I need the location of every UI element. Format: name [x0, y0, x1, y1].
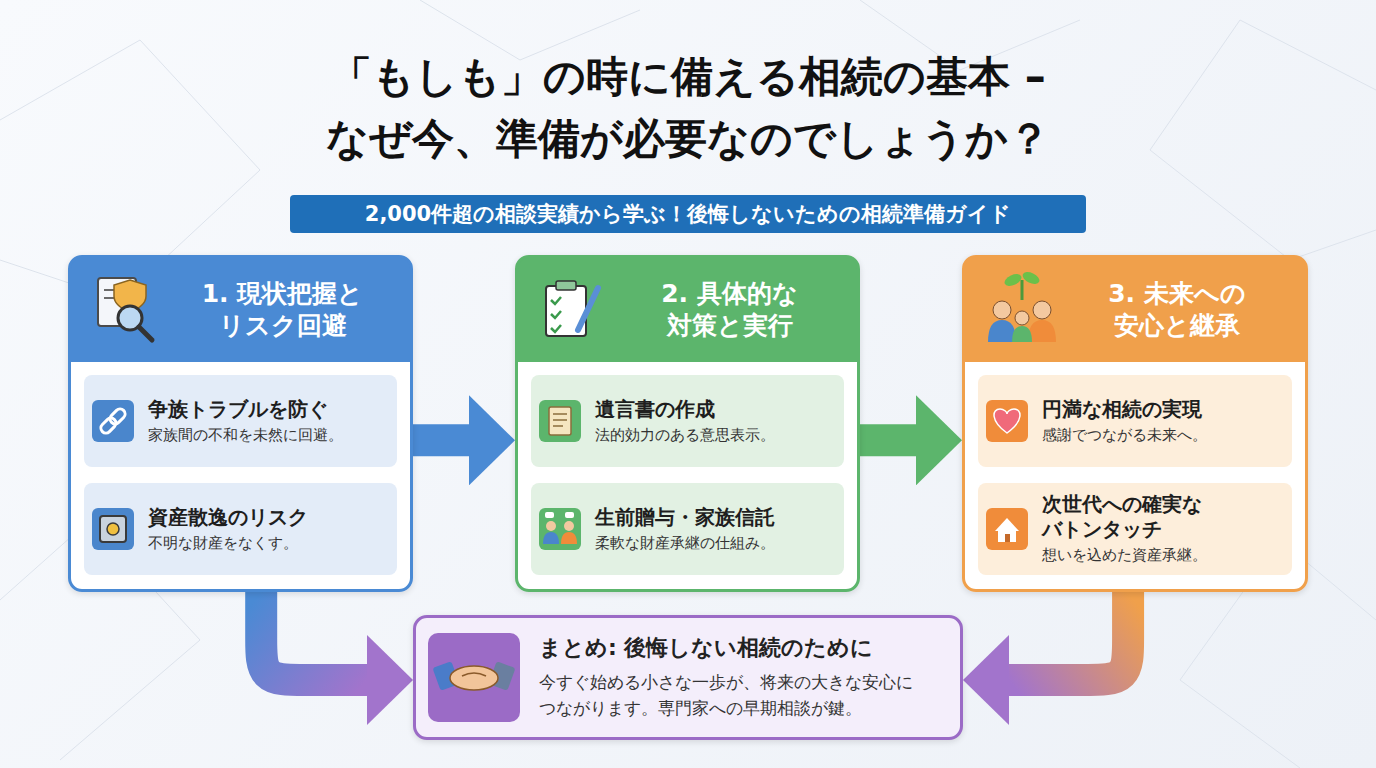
- magnifier-handle: [139, 327, 152, 340]
- house-door: [1005, 534, 1010, 542]
- person-head: [1033, 301, 1051, 319]
- card-box: 円満な相続の実現感謝でつながる未来へ。: [978, 375, 1292, 467]
- sprout-leaf: [1021, 270, 1042, 287]
- flow-arrow: [261, 592, 367, 680]
- safe-body: [100, 516, 126, 542]
- card-box: 資産散逸のリスク不明な財産をなくす。: [84, 483, 397, 575]
- node-heading: 2,000件超の相談実績から学ぶ！後悔しないための相続準備ガイド: [290, 195, 1086, 233]
- person-head: [993, 301, 1011, 319]
- heart-icon: [986, 400, 1028, 442]
- band-box: 2,000件超の相談実績から学ぶ！後悔しないための相続準備ガイド: [290, 195, 1086, 233]
- flow-arrow: [413, 424, 469, 456]
- summary-box: まとめ: 後悔しない相続のために今すぐ始める小さな一歩が、将来の大きな安心に つ…: [413, 615, 963, 740]
- person-body: [1028, 320, 1056, 342]
- pencil: [578, 288, 598, 330]
- document-sheet: [98, 278, 136, 326]
- house-wall: [998, 530, 1016, 542]
- person-body: [988, 320, 1016, 342]
- network-line: [420, 0, 640, 60]
- diagram-title: 「もしも」の時に備える相続の基本 – なぜ今、準備が必要なのでしょうか？: [238, 46, 1138, 170]
- node-heading: 次世代への確実な バトンタッチ: [1042, 492, 1284, 542]
- icon-tile: [986, 508, 1028, 550]
- icon-tile: [539, 508, 581, 550]
- node-body: 家族間の不和を未然に回避。: [148, 426, 389, 446]
- node-heading: 1. 現状把握と リスク回避: [163, 258, 402, 362]
- network-line: [1150, 20, 1376, 260]
- node-body: 法的効力のある意思表示。: [595, 426, 836, 446]
- speech-bubble: [565, 512, 574, 518]
- node-body: 想いを込めた資産承継。: [1042, 546, 1284, 566]
- clipboard-clip: [556, 281, 576, 290]
- node-heading: 生前贈与・家族信託: [595, 505, 836, 530]
- clipboard-icon: [546, 281, 598, 336]
- panel-box: 2. 具体的な 対策と実行遺言書の作成法的効力のある意思表示。生前贈与・家族信託…: [515, 255, 860, 592]
- people-icon: [539, 508, 581, 550]
- person-body: [561, 532, 577, 544]
- safe-lock: [107, 523, 119, 535]
- safe-icon: [92, 508, 134, 550]
- house-icon: [986, 508, 1028, 550]
- document-icon: [98, 278, 152, 340]
- icon-tile: [92, 508, 134, 550]
- sprout-stem: [1021, 280, 1024, 300]
- heart: [994, 409, 1020, 433]
- clipboard-board: [546, 286, 586, 336]
- hand-line: [462, 673, 486, 676]
- card-box: 次世代への確実な バトンタッチ想いを込めた資産承継。: [978, 483, 1292, 575]
- scroll-lines: [553, 414, 567, 426]
- card-box: 遺言書の作成法的効力のある意思表示。: [531, 375, 844, 467]
- check-marks: [551, 297, 561, 332]
- icon-tile: [986, 400, 1028, 442]
- sprout-leaf: [1003, 272, 1024, 289]
- node-body: 柔軟な財産承継の仕組み。: [595, 534, 836, 554]
- node-body: 感謝でつながる未来へ。: [1042, 426, 1284, 446]
- document-line: [104, 297, 120, 299]
- sleeve: [432, 661, 459, 690]
- node-body: 不明な財産をなくす。: [148, 534, 389, 554]
- panel-box: 3. 未来への 安心と継承円満な相続の実現感謝でつながる未来へ。次世代への確実な…: [962, 255, 1308, 592]
- person-body: [1012, 326, 1032, 342]
- sleeve: [488, 661, 515, 690]
- card-box: 生前贈与・家族信託柔軟な財産承継の仕組み。: [531, 483, 844, 575]
- node-heading: 円満な相続の実現: [1042, 397, 1284, 422]
- house-roof: [995, 518, 1019, 531]
- panel-box: 1. 現状把握と リスク回避争族トラブルを防ぐ家族間の不和を未然に回避。資産散逸…: [68, 255, 413, 592]
- scroll-icon: [539, 400, 581, 442]
- node-body: 今すぐ始める小さな一歩が、将来の大きな安心に つながります。専門家への早期相談が…: [539, 670, 939, 721]
- person-head: [1015, 311, 1029, 325]
- person-head: [564, 521, 574, 531]
- node-heading: 3. 未来への 安心と継承: [1057, 258, 1297, 362]
- magnifier-lens: [118, 306, 142, 330]
- node-heading: 2. 具体的な 対策と実行: [610, 258, 849, 362]
- handshake-icon: [428, 633, 520, 722]
- person-head: [546, 521, 556, 531]
- node-heading: まとめ: 後悔しない相続のために: [539, 634, 950, 663]
- chain-link: [108, 407, 127, 426]
- flow-arrow: [860, 424, 916, 456]
- chain: [99, 407, 127, 435]
- shield: [114, 280, 146, 312]
- card-box: 争族トラブルを防ぐ家族間の不和を未然に回避。: [84, 375, 397, 467]
- icon-tile: [92, 400, 134, 442]
- node-heading: 資産散逸のリスク: [148, 505, 389, 530]
- speech-bubble: [545, 512, 554, 518]
- node-heading: 遺言書の作成: [595, 397, 836, 422]
- icon-tile: [428, 633, 520, 722]
- flow-arrow: [1009, 592, 1128, 680]
- person-body: [543, 532, 559, 544]
- node-heading: 争族トラブルを防ぐ: [148, 397, 389, 422]
- family-icon: [988, 270, 1056, 342]
- hands: [450, 666, 498, 690]
- chain-link: [99, 416, 118, 435]
- document-line: [104, 289, 124, 291]
- icon-tile: [539, 400, 581, 442]
- chain-icon: [92, 400, 134, 442]
- scroll-sheet: [549, 407, 571, 435]
